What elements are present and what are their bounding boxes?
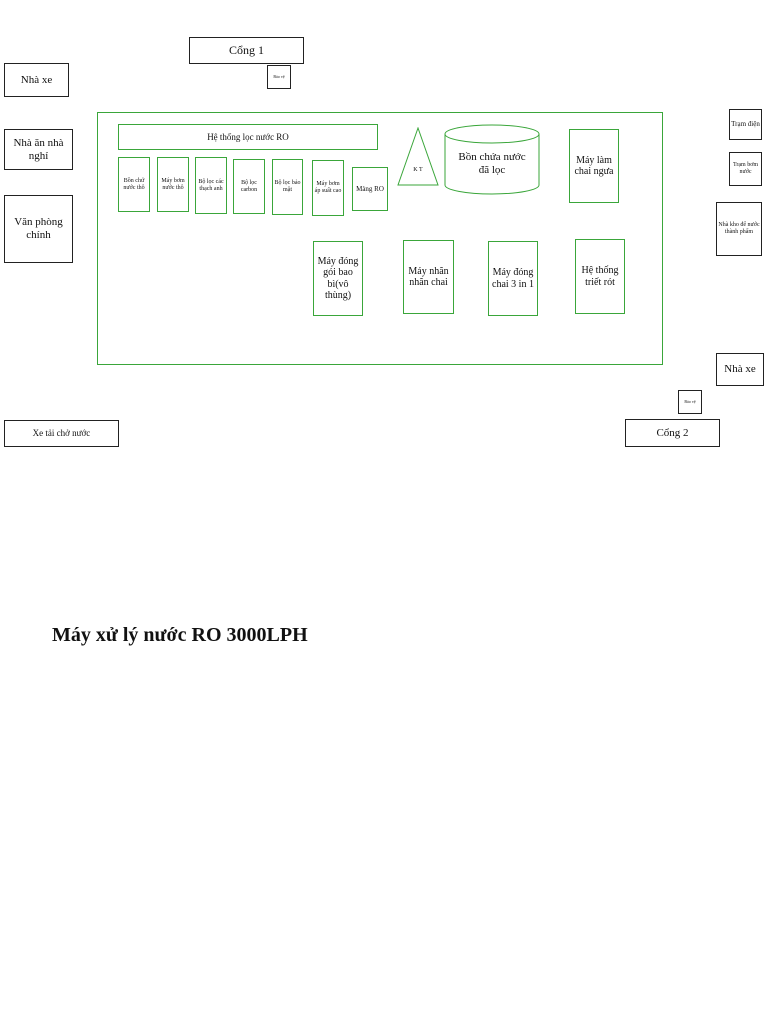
gate-2: Cổng 2: [625, 419, 720, 447]
process-step-label: Bồn chứ nước thô: [123, 177, 145, 191]
canteen-rest-house: Nhà ăn nhà nghỉ: [4, 129, 73, 170]
main-office-label: Văn phòng chính: [14, 216, 63, 241]
canteen-rest-house-label: Nhà ăn nhà nghỉ: [13, 136, 64, 162]
gate-1: Cổng 1: [189, 37, 304, 64]
labeling-machine-label: Máy nhãn nhãn chai: [408, 265, 449, 289]
gate-2-label: Cổng 2: [656, 426, 689, 439]
parking-right: Nhà xe: [716, 353, 764, 386]
filtered-water-tank-shape: [444, 124, 540, 195]
ro-system-header-label: Hệ thống lọc nước RO: [207, 131, 289, 142]
process-step: Máy bơm áp suất cao: [312, 160, 344, 216]
guard-post-2-label: Bảo vệ: [684, 398, 696, 404]
parking-right-label: Nhà xe: [724, 363, 756, 376]
parking-left-label: Nhà xe: [20, 73, 53, 86]
process-step: Bộ lọc bảo mật: [272, 159, 303, 215]
process-step-label: Bộ lọc bảo mật: [274, 180, 301, 193]
parking-left: Nhà xe: [4, 63, 69, 97]
process-step-label: Màng RO: [356, 184, 384, 193]
page-caption: Máy xử lý nước RO 3000LPH: [52, 624, 308, 646]
water-truck-label: Xe tải chở nước: [32, 428, 91, 439]
process-step-label: Máy bơm nước thô: [161, 177, 185, 191]
kt-triangle-shape: [397, 127, 439, 186]
power-station-label: Trạm điện: [731, 120, 760, 129]
finished-goods-warehouse: Nhà kho để nước thành phẩm: [716, 202, 762, 256]
process-step-label: Bộ lọc carbon: [240, 179, 258, 193]
kt-label: K T: [410, 160, 426, 180]
filling-system: Hệ thống triết rót: [575, 239, 625, 314]
process-step-label: Máy bơm áp suất cao: [314, 181, 342, 194]
pump-station-label: Trạm bơm nước: [732, 162, 759, 175]
guard-post-1-label: Bảo vệ: [273, 73, 285, 79]
filtered-water-tank-text: Bồn chứa nước đã lọc: [458, 151, 526, 176]
process-step-label: Bộ lọc các thạch anh: [198, 178, 224, 192]
process-step: Bộ lọc các thạch anh: [195, 157, 227, 214]
process-step: Máy bơm nước thô: [157, 157, 189, 212]
labeling-machine: Máy nhãn nhãn chai: [403, 240, 454, 314]
factory-area: [97, 112, 663, 365]
filling-3in1-machine-label: Máy đóng chai 3 in 1: [492, 267, 534, 290]
water-truck: Xe tải chở nước: [4, 420, 119, 447]
bottle-blowing-machine-label: Máy làm chai ngưa: [574, 154, 614, 178]
process-step: Màng RO: [352, 167, 388, 211]
bottle-blowing-machine: Máy làm chai ngưa: [569, 129, 619, 203]
guard-post-1: Bảo vệ: [267, 65, 291, 89]
kt-label-text: K T: [413, 166, 423, 173]
guard-post-2: Bảo vệ: [678, 390, 702, 414]
power-station: Trạm điện: [729, 109, 762, 140]
ro-system-header: Hệ thống lọc nước RO: [118, 124, 378, 150]
filling-system-label: Hệ thống triết rót: [581, 265, 619, 288]
process-step: Bộ lọc carbon: [233, 159, 265, 214]
pump-station: Trạm bơm nước: [729, 152, 762, 186]
packing-machine-label: Máy đóng gói bao bì(vô thùng): [317, 255, 359, 302]
filling-3in1-machine: Máy đóng chai 3 in 1: [488, 241, 538, 316]
packing-machine: Máy đóng gói bao bì(vô thùng): [313, 241, 363, 316]
process-step: Bồn chứ nước thô: [118, 157, 150, 212]
finished-goods-warehouse-label: Nhà kho để nước thành phẩm: [718, 222, 760, 235]
main-office: Văn phòng chính: [4, 195, 73, 263]
gate-1-label: Cổng 1: [228, 42, 264, 57]
filtered-water-tank-label: Bồn chứa nước đã lọc: [452, 148, 532, 180]
